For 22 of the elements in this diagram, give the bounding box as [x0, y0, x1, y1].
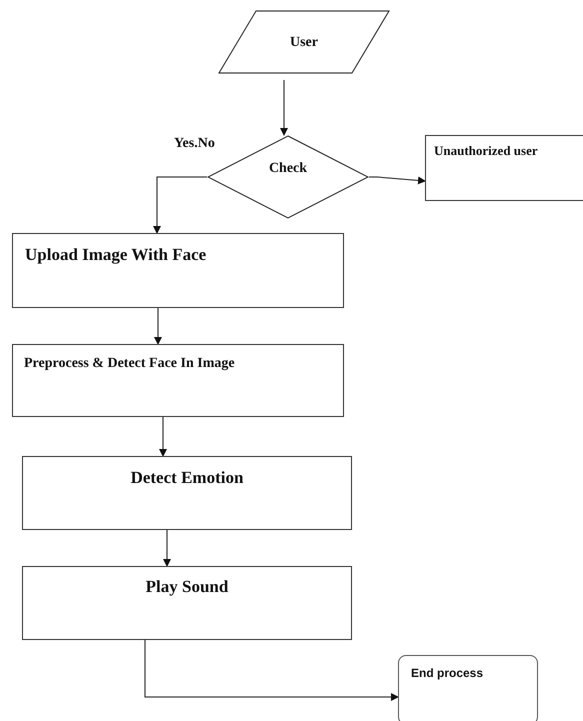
process-box — [22, 456, 352, 530]
terminal-box — [398, 655, 538, 721]
node-label: Preprocess & Detect Face In Image — [24, 355, 235, 373]
arrow — [153, 176, 208, 234]
node-label: Upload Image With Face — [25, 244, 206, 266]
arrow — [154, 308, 162, 345]
arrow — [163, 530, 171, 567]
branch-label: Yes.No — [174, 135, 215, 153]
process-box — [12, 344, 344, 417]
node-label: Check — [268, 160, 308, 178]
process-box — [12, 233, 344, 308]
arrow — [144, 640, 399, 701]
node-label: Play Sound — [146, 576, 228, 598]
arrow — [159, 416, 167, 457]
process-box — [22, 566, 352, 640]
node-label: User — [290, 34, 318, 52]
arrow — [368, 176, 426, 184]
process-box — [425, 135, 583, 201]
node-label: Unauthorized user — [434, 142, 538, 160]
arrow — [280, 80, 288, 136]
node-label: Detect Emotion — [130, 467, 244, 489]
node-label: End process — [411, 665, 484, 682]
